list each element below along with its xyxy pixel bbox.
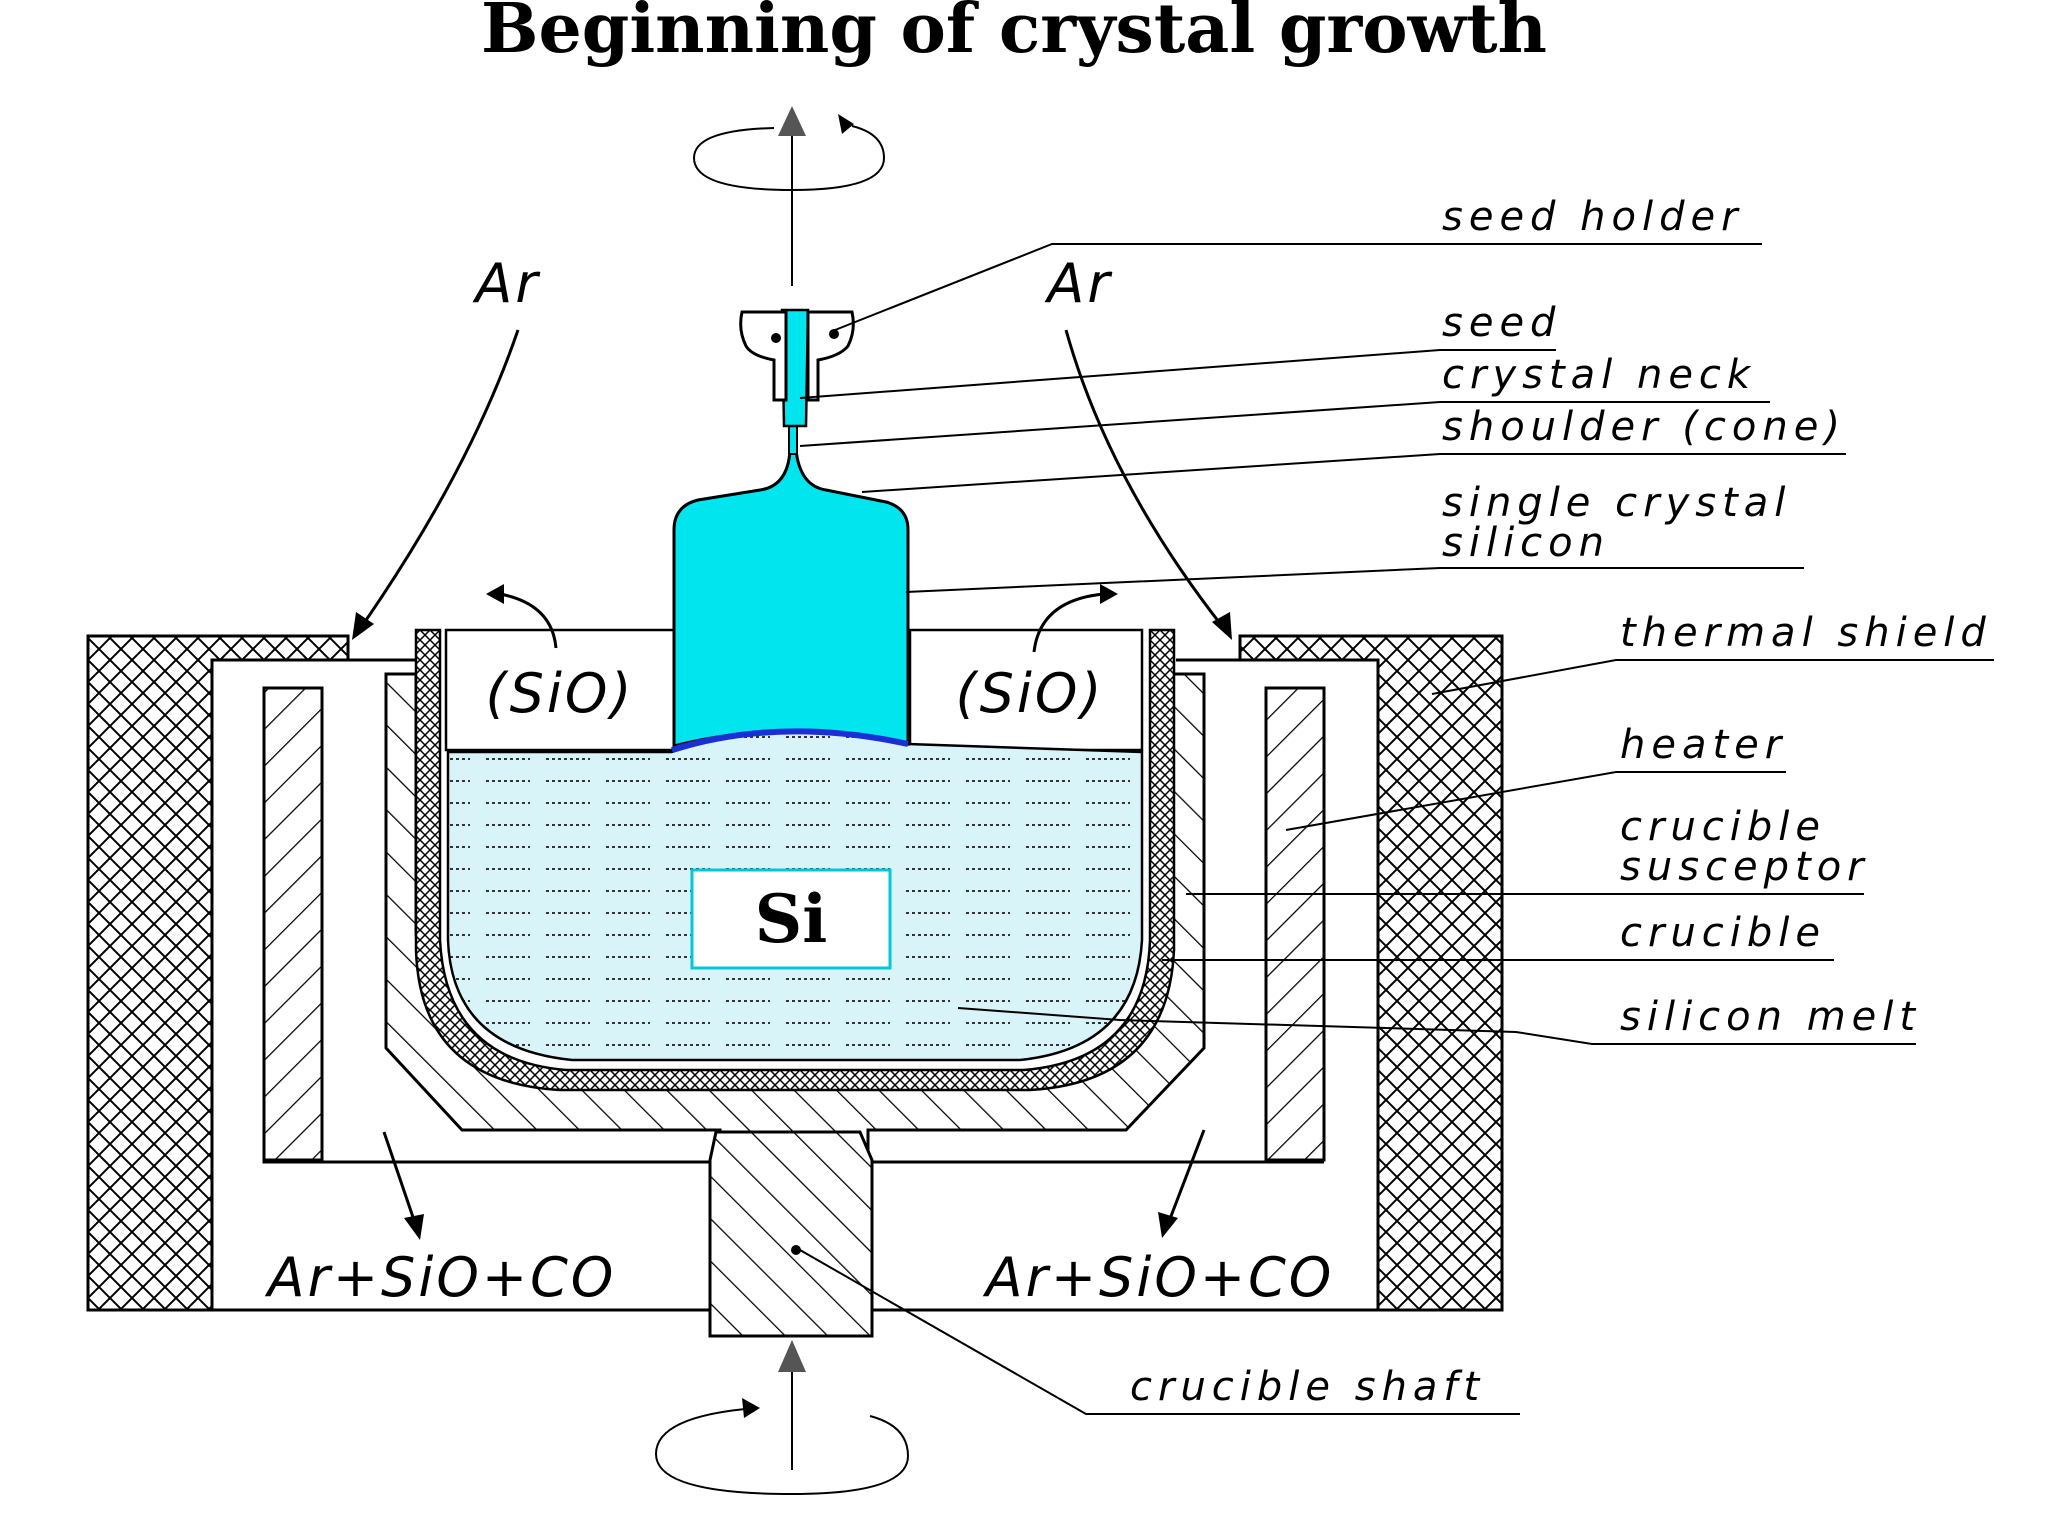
si-label-box — [690, 868, 892, 970]
label-crucible-susceptor-2: susceptor — [1620, 844, 1870, 890]
single-crystal-silicon — [672, 448, 910, 748]
sio-space-left — [444, 628, 676, 752]
label-crucible: crucible — [1620, 910, 1826, 956]
argon-label-right: Ar — [1044, 252, 1112, 315]
bottom-rotation-indicator — [654, 1340, 910, 1496]
si-label: Si — [755, 880, 828, 958]
sio-label-right: (SiO) — [956, 662, 1105, 725]
label-single-crystal-1: single crystal — [1442, 480, 1791, 526]
top-rotation-indicator — [692, 106, 886, 286]
label-seed-holder: seed holder — [1442, 194, 1744, 240]
sio-label-left: (SiO) — [486, 662, 635, 725]
label-heater: heater — [1620, 722, 1787, 768]
crucible-shaft — [708, 1130, 874, 1338]
chamber-inner — [210, 658, 1380, 1312]
exhaust-label-right: Ar+SiO+CO — [983, 1246, 1335, 1309]
label-thermal-shield: thermal shield — [1620, 610, 1992, 656]
argon-label-left: Ar — [472, 252, 540, 315]
label-crucible-susceptor-1: crucible — [1620, 804, 1826, 850]
growth-interface — [671, 728, 909, 753]
leader-lines — [799, 243, 1994, 1415]
label-seed: seed — [1442, 300, 1561, 346]
heater-left — [262, 686, 324, 1162]
label-single-crystal-2: silicon — [1442, 520, 1610, 566]
exhaust-label-left: Ar+SiO+CO — [265, 1246, 617, 1309]
label-silicon-melt: silicon melt — [1620, 994, 1921, 1040]
diagram-title: Beginning of crystal growth — [481, 0, 1547, 69]
crucible-wall — [414, 628, 1176, 1092]
seed-holder — [739, 310, 855, 402]
label-shoulder: shoulder (cone) — [1442, 404, 1846, 450]
label-crucible-shaft: crucible shaft — [1130, 1364, 1485, 1410]
label-crystal-neck: crystal neck — [1442, 352, 1756, 398]
heater-right — [1264, 686, 1326, 1162]
sio-space-right — [908, 628, 1144, 752]
